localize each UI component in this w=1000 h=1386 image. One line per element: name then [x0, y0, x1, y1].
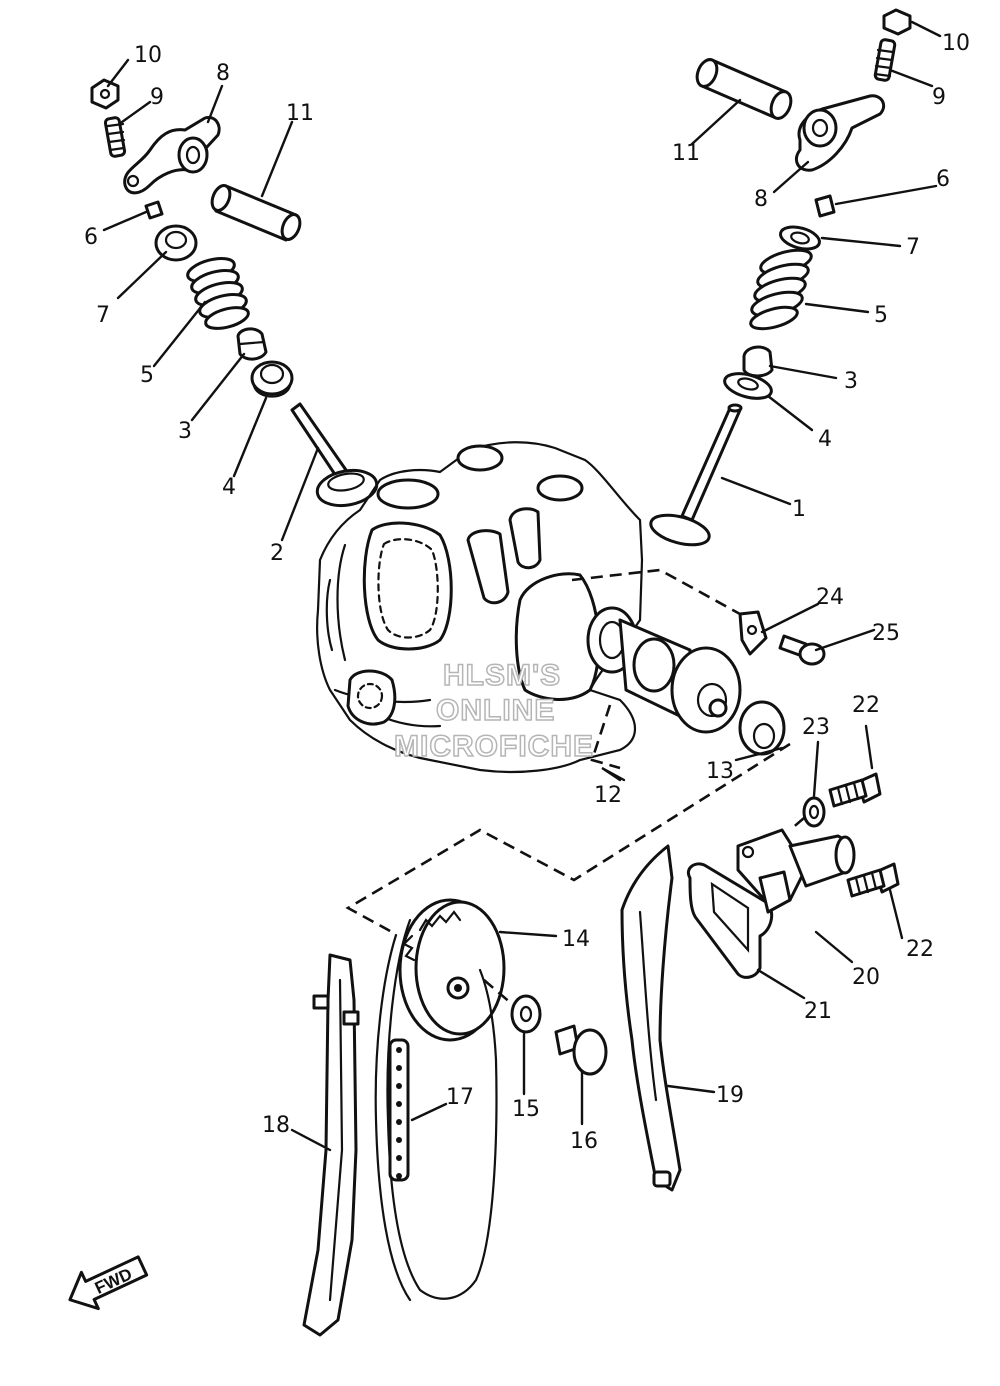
callout-6-left: 6 — [84, 225, 98, 250]
callout-labels: 10 9 8 11 6 7 5 3 4 2 10 9 11 8 6 7 5 3 … — [84, 31, 970, 1154]
stopper-plate-part — [738, 610, 768, 656]
callout-9-right: 9 — [932, 85, 946, 110]
watermark-line-3: MICROFICHE — [394, 730, 594, 763]
callout-7-right: 7 — [906, 235, 920, 260]
right-valve-part — [649, 403, 743, 547]
left-spring-seat-part — [250, 360, 294, 398]
callout-2: 2 — [270, 541, 284, 566]
callout-17: 17 — [446, 1085, 474, 1110]
callout-13: 13 — [706, 759, 734, 784]
callout-15: 15 — [512, 1097, 540, 1122]
right-stem-seal-part — [742, 345, 774, 378]
sprocket-bolt-part — [554, 1024, 608, 1076]
callout-23: 23 — [802, 715, 830, 740]
left-rocker-shaft-part — [210, 184, 302, 242]
right-valve-assembly — [649, 8, 912, 547]
tensioner-washer-part — [802, 796, 826, 828]
cam-chain-tensioner-part — [736, 828, 856, 914]
left-valve-part — [290, 402, 379, 508]
callout-7-left: 7 — [96, 303, 110, 328]
cam-sprocket-part — [398, 898, 506, 1042]
callout-19: 19 — [716, 1083, 744, 1108]
right-rocker-shaft-part — [695, 58, 793, 120]
right-valve-spring-part — [749, 248, 813, 331]
left-adjuster-screw-part — [103, 116, 127, 158]
callout-14: 14 — [562, 927, 590, 952]
forward-direction-arrow: FWD — [68, 1255, 149, 1311]
camshaft-bearing-part — [738, 700, 786, 756]
right-spring-retainer-part — [779, 225, 821, 251]
callout-12: 12 — [594, 783, 622, 808]
callout-22-top: 22 — [852, 693, 880, 718]
callout-8-right: 8 — [754, 187, 768, 212]
callout-8-left: 8 — [216, 61, 230, 86]
callout-10-right: 10 — [942, 31, 970, 56]
left-rocker-arm-part — [123, 115, 221, 195]
cam-chain-part — [374, 918, 498, 1302]
left-valve-assembly — [90, 78, 379, 508]
left-valve-spring-part — [186, 257, 250, 330]
callout-1: 1 — [792, 497, 806, 522]
callout-5-left: 5 — [140, 363, 154, 388]
camshaft-part — [586, 606, 742, 734]
callout-22-bottom: 22 — [906, 937, 934, 962]
watermark-line-1: HLSM'S — [443, 659, 561, 692]
callout-25: 25 — [872, 621, 900, 646]
chain-guide-rear-part — [302, 953, 360, 1337]
left-stem-seal-part — [236, 327, 268, 361]
left-locknut-part — [90, 78, 120, 110]
sprocket-washer-part — [510, 994, 542, 1034]
callout-20: 20 — [852, 965, 880, 990]
watermark: HLSM'S ONLINE MICROFICHE — [393, 658, 594, 764]
callout-9-left: 9 — [150, 85, 164, 110]
callout-16: 16 — [570, 1129, 598, 1154]
phantom-lines — [345, 568, 805, 1005]
callout-4-left: 4 — [222, 475, 236, 500]
tensioner-bolt-bottom-part — [846, 862, 900, 898]
watermark-line-2: ONLINE — [436, 694, 555, 727]
right-valve-cotter-part — [814, 194, 836, 218]
tensioner-bolt-top-part — [828, 772, 882, 808]
right-locknut-part — [882, 8, 912, 36]
left-valve-cotter-part — [144, 200, 164, 220]
chain-guide-front-part — [620, 844, 682, 1192]
callout-11-right: 11 — [672, 141, 700, 166]
callout-24: 24 — [816, 585, 844, 610]
right-spring-seat-part — [723, 372, 773, 400]
callout-10-left: 10 — [134, 43, 162, 68]
callout-18: 18 — [262, 1113, 290, 1138]
callout-3-left: 3 — [178, 419, 192, 444]
leader-lines — [102, 20, 942, 1152]
callout-4-right: 4 — [818, 427, 832, 452]
right-rocker-arm-part — [795, 94, 886, 172]
right-adjuster-screw-part — [873, 38, 897, 82]
callout-11-left: 11 — [286, 101, 314, 126]
callout-21: 21 — [804, 999, 832, 1024]
cylinder-head-part — [316, 441, 644, 774]
tensioner-gasket-part — [687, 862, 774, 979]
callout-5-right: 5 — [874, 303, 888, 328]
callout-3-right: 3 — [844, 369, 858, 394]
callout-6-right: 6 — [936, 167, 950, 192]
